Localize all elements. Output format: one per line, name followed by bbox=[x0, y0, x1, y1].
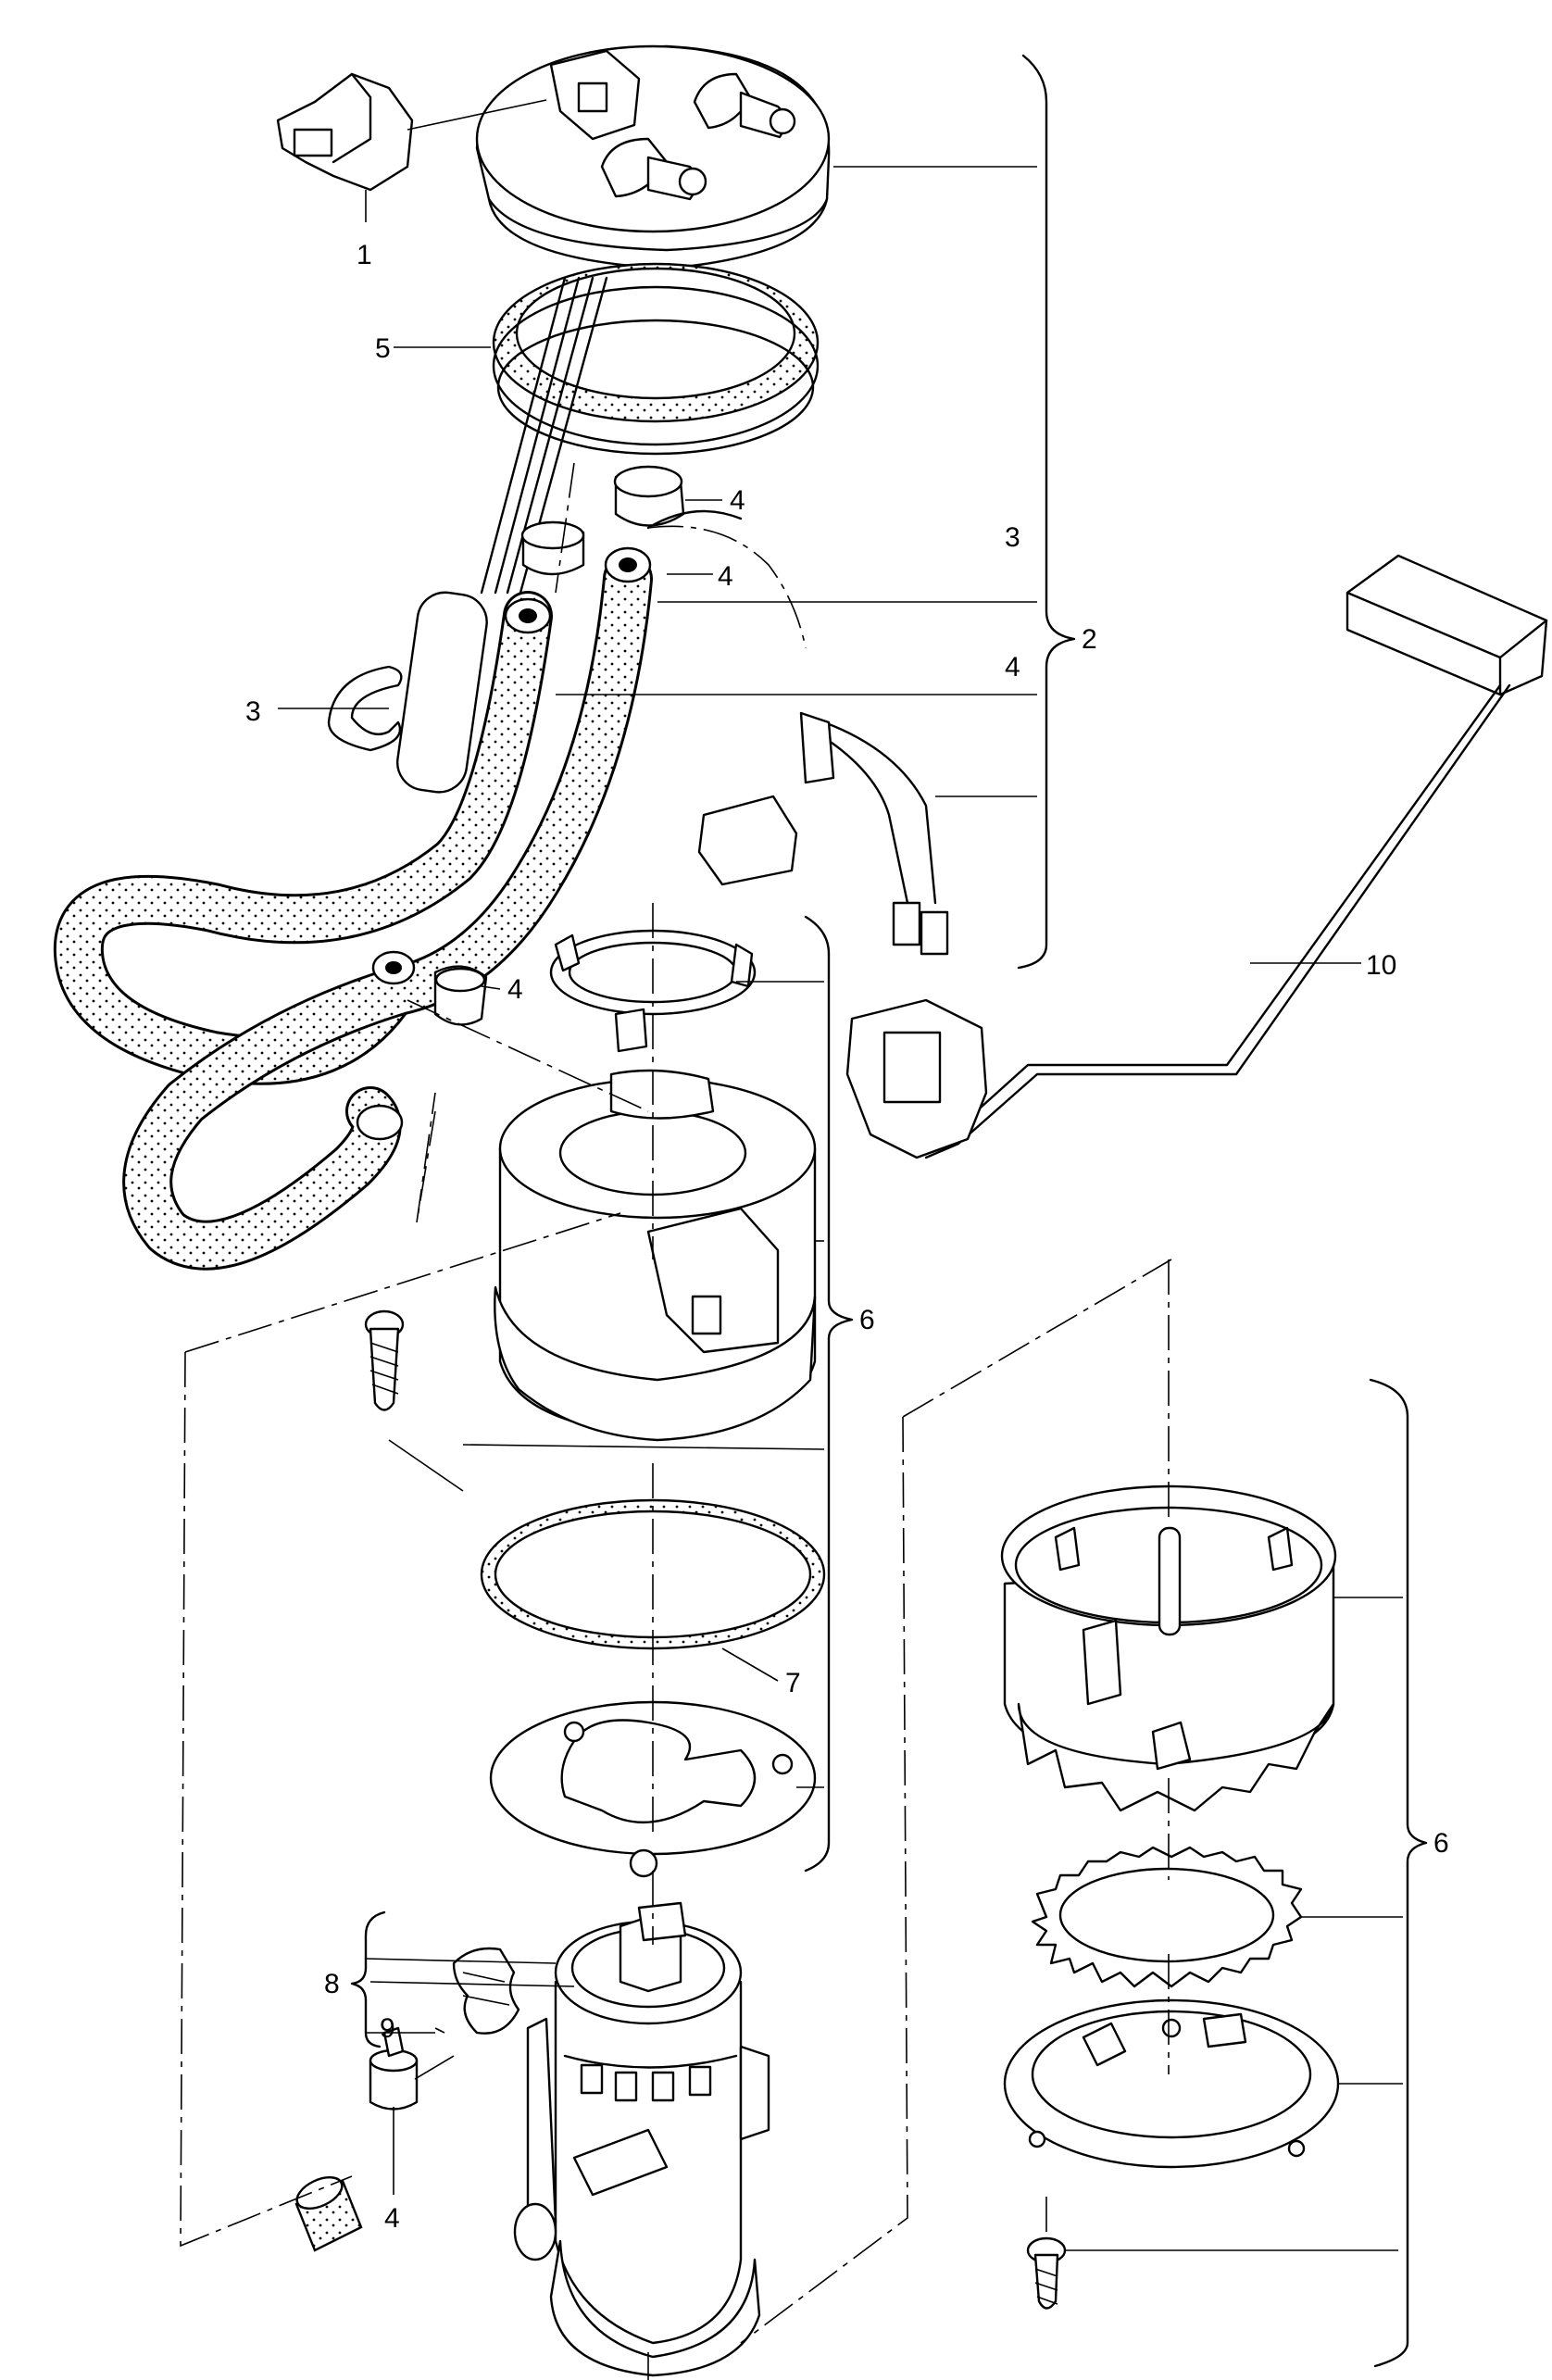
spring-clip bbox=[452, 1947, 520, 2035]
callout-2: 2 bbox=[1082, 624, 1097, 655]
screw-right bbox=[1026, 2195, 1067, 2310]
callout-5: 5 bbox=[375, 333, 391, 364]
fuel-hoses bbox=[53, 546, 653, 1271]
fuel-reservoir bbox=[494, 1069, 817, 1442]
hose-clamp bbox=[433, 965, 488, 1026]
callout-6: 6 bbox=[1433, 1828, 1449, 1859]
retaining-clip bbox=[327, 665, 403, 752]
mounting-plate bbox=[489, 1700, 817, 1878]
toothed-ring bbox=[1031, 1846, 1303, 1988]
sealing-ring bbox=[492, 262, 820, 456]
leader-lines bbox=[278, 54, 1428, 2368]
reservoir-housing-right bbox=[1000, 1484, 1337, 1812]
hose-clamp bbox=[369, 2026, 419, 2111]
callout-4: 4 bbox=[730, 485, 745, 516]
callout-3: 3 bbox=[1005, 522, 1020, 553]
assembly-centerlines bbox=[180, 462, 1172, 2380]
fuel-level-sender bbox=[845, 554, 1548, 1159]
fuel-tank-flange bbox=[475, 44, 831, 270]
callout-4: 4 bbox=[384, 2203, 400, 2234]
callout-4: 4 bbox=[718, 561, 733, 592]
callout-9: 9 bbox=[380, 2013, 395, 2044]
retaining-plate-right bbox=[1003, 1998, 1340, 2169]
fuel-pump bbox=[513, 1901, 770, 2377]
hose-clamp bbox=[520, 520, 585, 576]
callout-6: 6 bbox=[859, 1305, 875, 1335]
callout-1: 1 bbox=[357, 240, 372, 270]
callout-4: 4 bbox=[1005, 652, 1020, 683]
wire-harness bbox=[396, 276, 608, 794]
hose-clamp bbox=[613, 465, 685, 527]
sender-wiring bbox=[646, 509, 949, 956]
callout-7: 7 bbox=[785, 1668, 801, 1698]
callout-labels: 1 5 4 4 3 3 2 4 4 10 6 7 8 9 4 6 bbox=[245, 240, 1449, 2234]
callout-4: 4 bbox=[507, 974, 523, 1005]
electrical-connector bbox=[276, 72, 547, 222]
callout-8: 8 bbox=[324, 1969, 340, 1999]
hose-piece bbox=[294, 2176, 363, 2252]
callout-10: 10 bbox=[1366, 950, 1396, 981]
screw bbox=[364, 1309, 405, 1411]
callout-3: 3 bbox=[245, 696, 261, 727]
